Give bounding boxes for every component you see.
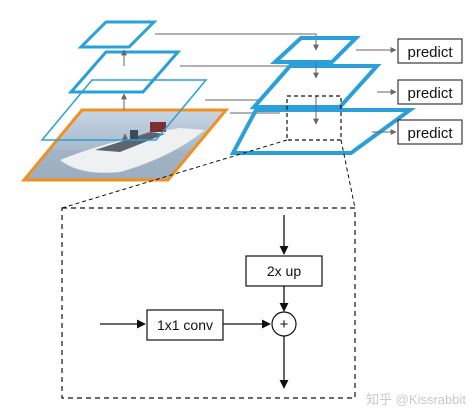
zoom-connectors — [61, 139, 356, 209]
predict-box-2 — [397, 79, 463, 105]
top-down-level-1 — [229, 108, 417, 155]
prediction-heads: predict predict predict — [356, 38, 463, 145]
lateral-conv-box — [146, 309, 224, 341]
merge-block-frame — [61, 207, 356, 399]
lateral-conv-label: 1x1 conv — [157, 317, 213, 333]
upsample-label: 2x up — [267, 263, 301, 279]
bottom-up-pyramid — [20, 20, 230, 182]
predict-label-1: predict — [407, 44, 453, 61]
predict-box-3 — [397, 119, 463, 145]
bottom-up-level-4 — [77, 20, 158, 49]
predict-box-1 — [397, 38, 463, 64]
merge-block: 2x up 1x1 conv + — [61, 207, 356, 399]
predict-label-2: predict — [407, 85, 453, 102]
merge-add-symbol: + — [280, 316, 289, 333]
zoom-region — [286, 95, 342, 141]
top-down-pyramid — [229, 36, 417, 155]
bottom-up-level-3 — [67, 50, 182, 94]
input-image-frame — [20, 108, 230, 182]
top-down-level-2 — [249, 64, 382, 109]
top-down-level-3 — [269, 36, 361, 64]
watermark: 知乎 @Kissrabbit — [366, 392, 466, 407]
bottom-up-level-2 — [40, 79, 208, 141]
predict-label-3: predict — [407, 125, 453, 142]
